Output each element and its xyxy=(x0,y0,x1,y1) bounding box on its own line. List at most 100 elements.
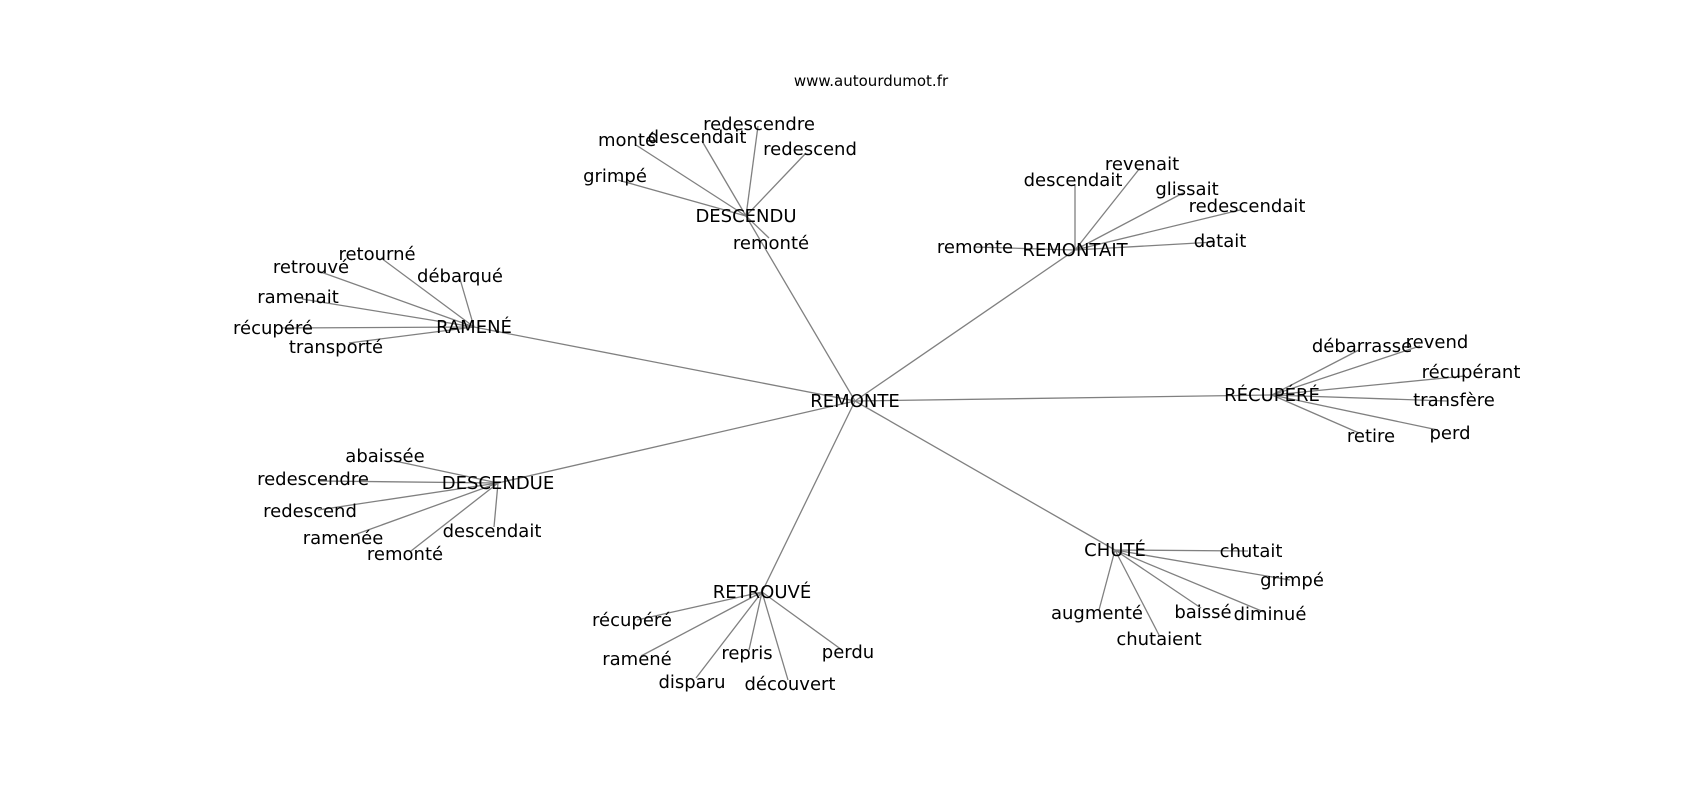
edge-descendue-leaf-0 xyxy=(389,459,499,484)
edge-retrouve-leaf-2 xyxy=(748,591,763,651)
edge-remonte-descendue xyxy=(497,400,856,484)
node-leaf-recupere-5[interactable]: perd xyxy=(1429,423,1470,444)
node-leaf-retrouve-3[interactable]: perdu xyxy=(822,642,874,663)
node-leaf-retrouve-5[interactable]: découvert xyxy=(744,674,835,695)
source-label: www.autourdumot.fr xyxy=(793,72,949,90)
edge-ramene-leaf-3 xyxy=(301,298,475,328)
node-leaf-descendue-2[interactable]: redescend xyxy=(263,501,357,522)
edge-recupere-leaf-3 xyxy=(1271,394,1448,402)
node-hub-recupere[interactable]: RÉCUPÉRÉ xyxy=(1224,384,1320,406)
node-leaf-descendu-2[interactable]: redescendre xyxy=(703,114,815,135)
edge-descendu-leaf-4 xyxy=(617,179,747,217)
edge-remonte-descendu xyxy=(745,215,856,402)
node-leaf-ramene-0[interactable]: retourné xyxy=(338,244,415,265)
edge-descendue-leaf-1 xyxy=(317,480,499,484)
node-leaf-chute-3[interactable]: baissé xyxy=(1174,602,1231,623)
edge-remontait-leaf-3 xyxy=(1074,209,1241,251)
node-leaf-recupere-1[interactable]: revend xyxy=(1406,332,1469,353)
node-leaf-recupere-3[interactable]: transfère xyxy=(1413,390,1495,411)
edge-descendu-leaf-0 xyxy=(635,144,747,217)
node-leaf-retrouve-0[interactable]: récupéré xyxy=(592,610,672,631)
edge-chute-leaf-0 xyxy=(1114,549,1249,552)
edge-recupere-leaf-1 xyxy=(1271,345,1421,396)
node-leaf-remontait-3[interactable]: redescendait xyxy=(1189,196,1306,217)
node-leaf-retrouve-1[interactable]: ramené xyxy=(602,649,672,670)
node-hub-descendu[interactable]: DESCENDU xyxy=(695,206,796,227)
edge-chute-leaf-5 xyxy=(1114,549,1160,636)
node-leaf-recupere-2[interactable]: récupérant xyxy=(1422,362,1521,383)
node-hub-remontait[interactable]: REMONTAIT xyxy=(1022,240,1128,261)
node-leaf-chute-5[interactable]: chutaient xyxy=(1116,629,1201,650)
node-leaf-retrouve-2[interactable]: repris xyxy=(721,643,772,664)
edge-ramene-leaf-4 xyxy=(281,326,475,329)
node-leaf-remontait-0[interactable]: revenait xyxy=(1105,154,1179,175)
edge-descendue-leaf-2 xyxy=(317,482,499,511)
node-leaf-descendu-4[interactable]: grimpé xyxy=(583,166,647,187)
edge-ramene-leaf-1 xyxy=(317,270,475,328)
node-leaf-remontait-4[interactable]: remonte xyxy=(937,237,1013,258)
node-leaf-descendu-3[interactable]: redescend xyxy=(763,139,857,160)
node-leaf-ramene-4[interactable]: récupéré xyxy=(233,318,313,339)
edge-remonte-remontait xyxy=(854,249,1076,402)
edge-ramene-leaf-2 xyxy=(459,278,475,328)
edge-descendue-leaf-5 xyxy=(410,482,499,552)
edge-remonte-ramene xyxy=(473,326,856,402)
node-center-remonte[interactable]: REMONTE xyxy=(810,391,899,412)
edge-descendue-leaf-4 xyxy=(493,482,499,528)
node-leaf-ramene-5[interactable]: transporté xyxy=(289,337,383,358)
edge-retrouve-leaf-4 xyxy=(695,591,763,679)
node-leaf-remontait-2[interactable]: glissait xyxy=(1155,179,1218,200)
node-leaf-retrouve-4[interactable]: disparu xyxy=(658,672,725,693)
edge-chute-leaf-3 xyxy=(1114,549,1202,609)
node-hub-retrouve[interactable]: RETROUVÉ xyxy=(713,581,811,603)
edge-remontait-leaf-5 xyxy=(1074,241,1216,251)
node-leaf-descendue-0[interactable]: abaissée xyxy=(345,446,424,467)
edge-chute-leaf-1 xyxy=(1114,549,1291,581)
node-leaf-ramene-1[interactable]: retrouvé xyxy=(273,257,349,278)
node-leaf-recupere-4[interactable]: retire xyxy=(1347,426,1395,447)
node-leaf-chute-0[interactable]: chutait xyxy=(1220,541,1283,562)
node-leaf-descendue-3[interactable]: ramenée xyxy=(303,528,384,549)
node-leaf-remontait-5[interactable]: datait xyxy=(1194,231,1247,252)
edge-descendu-leaf-5 xyxy=(745,215,770,239)
node-hub-ramene[interactable]: RAMENÉ xyxy=(436,316,512,338)
edge-recupere-leaf-4 xyxy=(1271,394,1360,434)
node-hub-chute[interactable]: CHUTÉ xyxy=(1084,539,1146,561)
edge-descendu-leaf-1 xyxy=(701,140,747,217)
edge-remontait-leaf-4 xyxy=(973,246,1076,251)
edge-retrouve-leaf-5 xyxy=(761,591,789,681)
edge-chute-leaf-2 xyxy=(1098,549,1116,611)
edge-retrouve-leaf-0 xyxy=(636,591,763,621)
node-leaf-ramene-2[interactable]: débarqué xyxy=(417,266,503,287)
edge-remontait-leaf-2 xyxy=(1074,192,1184,251)
node-leaf-descendue-1[interactable]: redescendre xyxy=(257,469,369,490)
edge-recupere-leaf-5 xyxy=(1271,394,1439,431)
node-leaf-chute-4[interactable]: diminué xyxy=(1234,604,1307,625)
edge-descendue-leaf-3 xyxy=(353,482,499,536)
node-leaf-recupere-0[interactable]: débarrasse xyxy=(1312,336,1412,357)
edge-descendu-leaf-2 xyxy=(745,125,759,217)
node-leaf-descendu-0[interactable]: monté xyxy=(598,130,656,151)
node-leaf-chute-1[interactable]: grimpé xyxy=(1260,570,1324,591)
edge-ramene-leaf-0 xyxy=(380,257,475,328)
edge-recupere-leaf-2 xyxy=(1271,375,1466,396)
edge-ramene-leaf-5 xyxy=(348,326,475,344)
edge-remontait-leaf-0 xyxy=(1074,167,1141,251)
edge-remonte-retrouve xyxy=(761,400,856,593)
node-leaf-descendu-1[interactable]: descendait xyxy=(648,127,747,148)
edge-retrouve-leaf-3 xyxy=(761,591,843,651)
node-leaf-ramene-3[interactable]: ramenait xyxy=(257,287,339,308)
edge-recupere-leaf-0 xyxy=(1271,349,1360,396)
node-leaf-descendue-5[interactable]: remonté xyxy=(367,544,443,565)
edge-remonte-recupere xyxy=(854,394,1273,402)
edge-descendu-leaf-3 xyxy=(745,152,807,217)
node-leaf-remontait-1[interactable]: descendait xyxy=(1024,170,1123,191)
node-leaf-descendue-4[interactable]: descendait xyxy=(443,521,542,542)
edge-retrouve-leaf-1 xyxy=(640,591,763,657)
node-leaf-chute-2[interactable]: augmenté xyxy=(1051,603,1143,624)
node-leaf-descendu-5[interactable]: remonté xyxy=(733,233,809,254)
node-hub-descendue[interactable]: DESCENDUE xyxy=(442,473,554,494)
edge-remonte-chute xyxy=(854,400,1116,551)
edge-chute-leaf-4 xyxy=(1114,549,1265,613)
